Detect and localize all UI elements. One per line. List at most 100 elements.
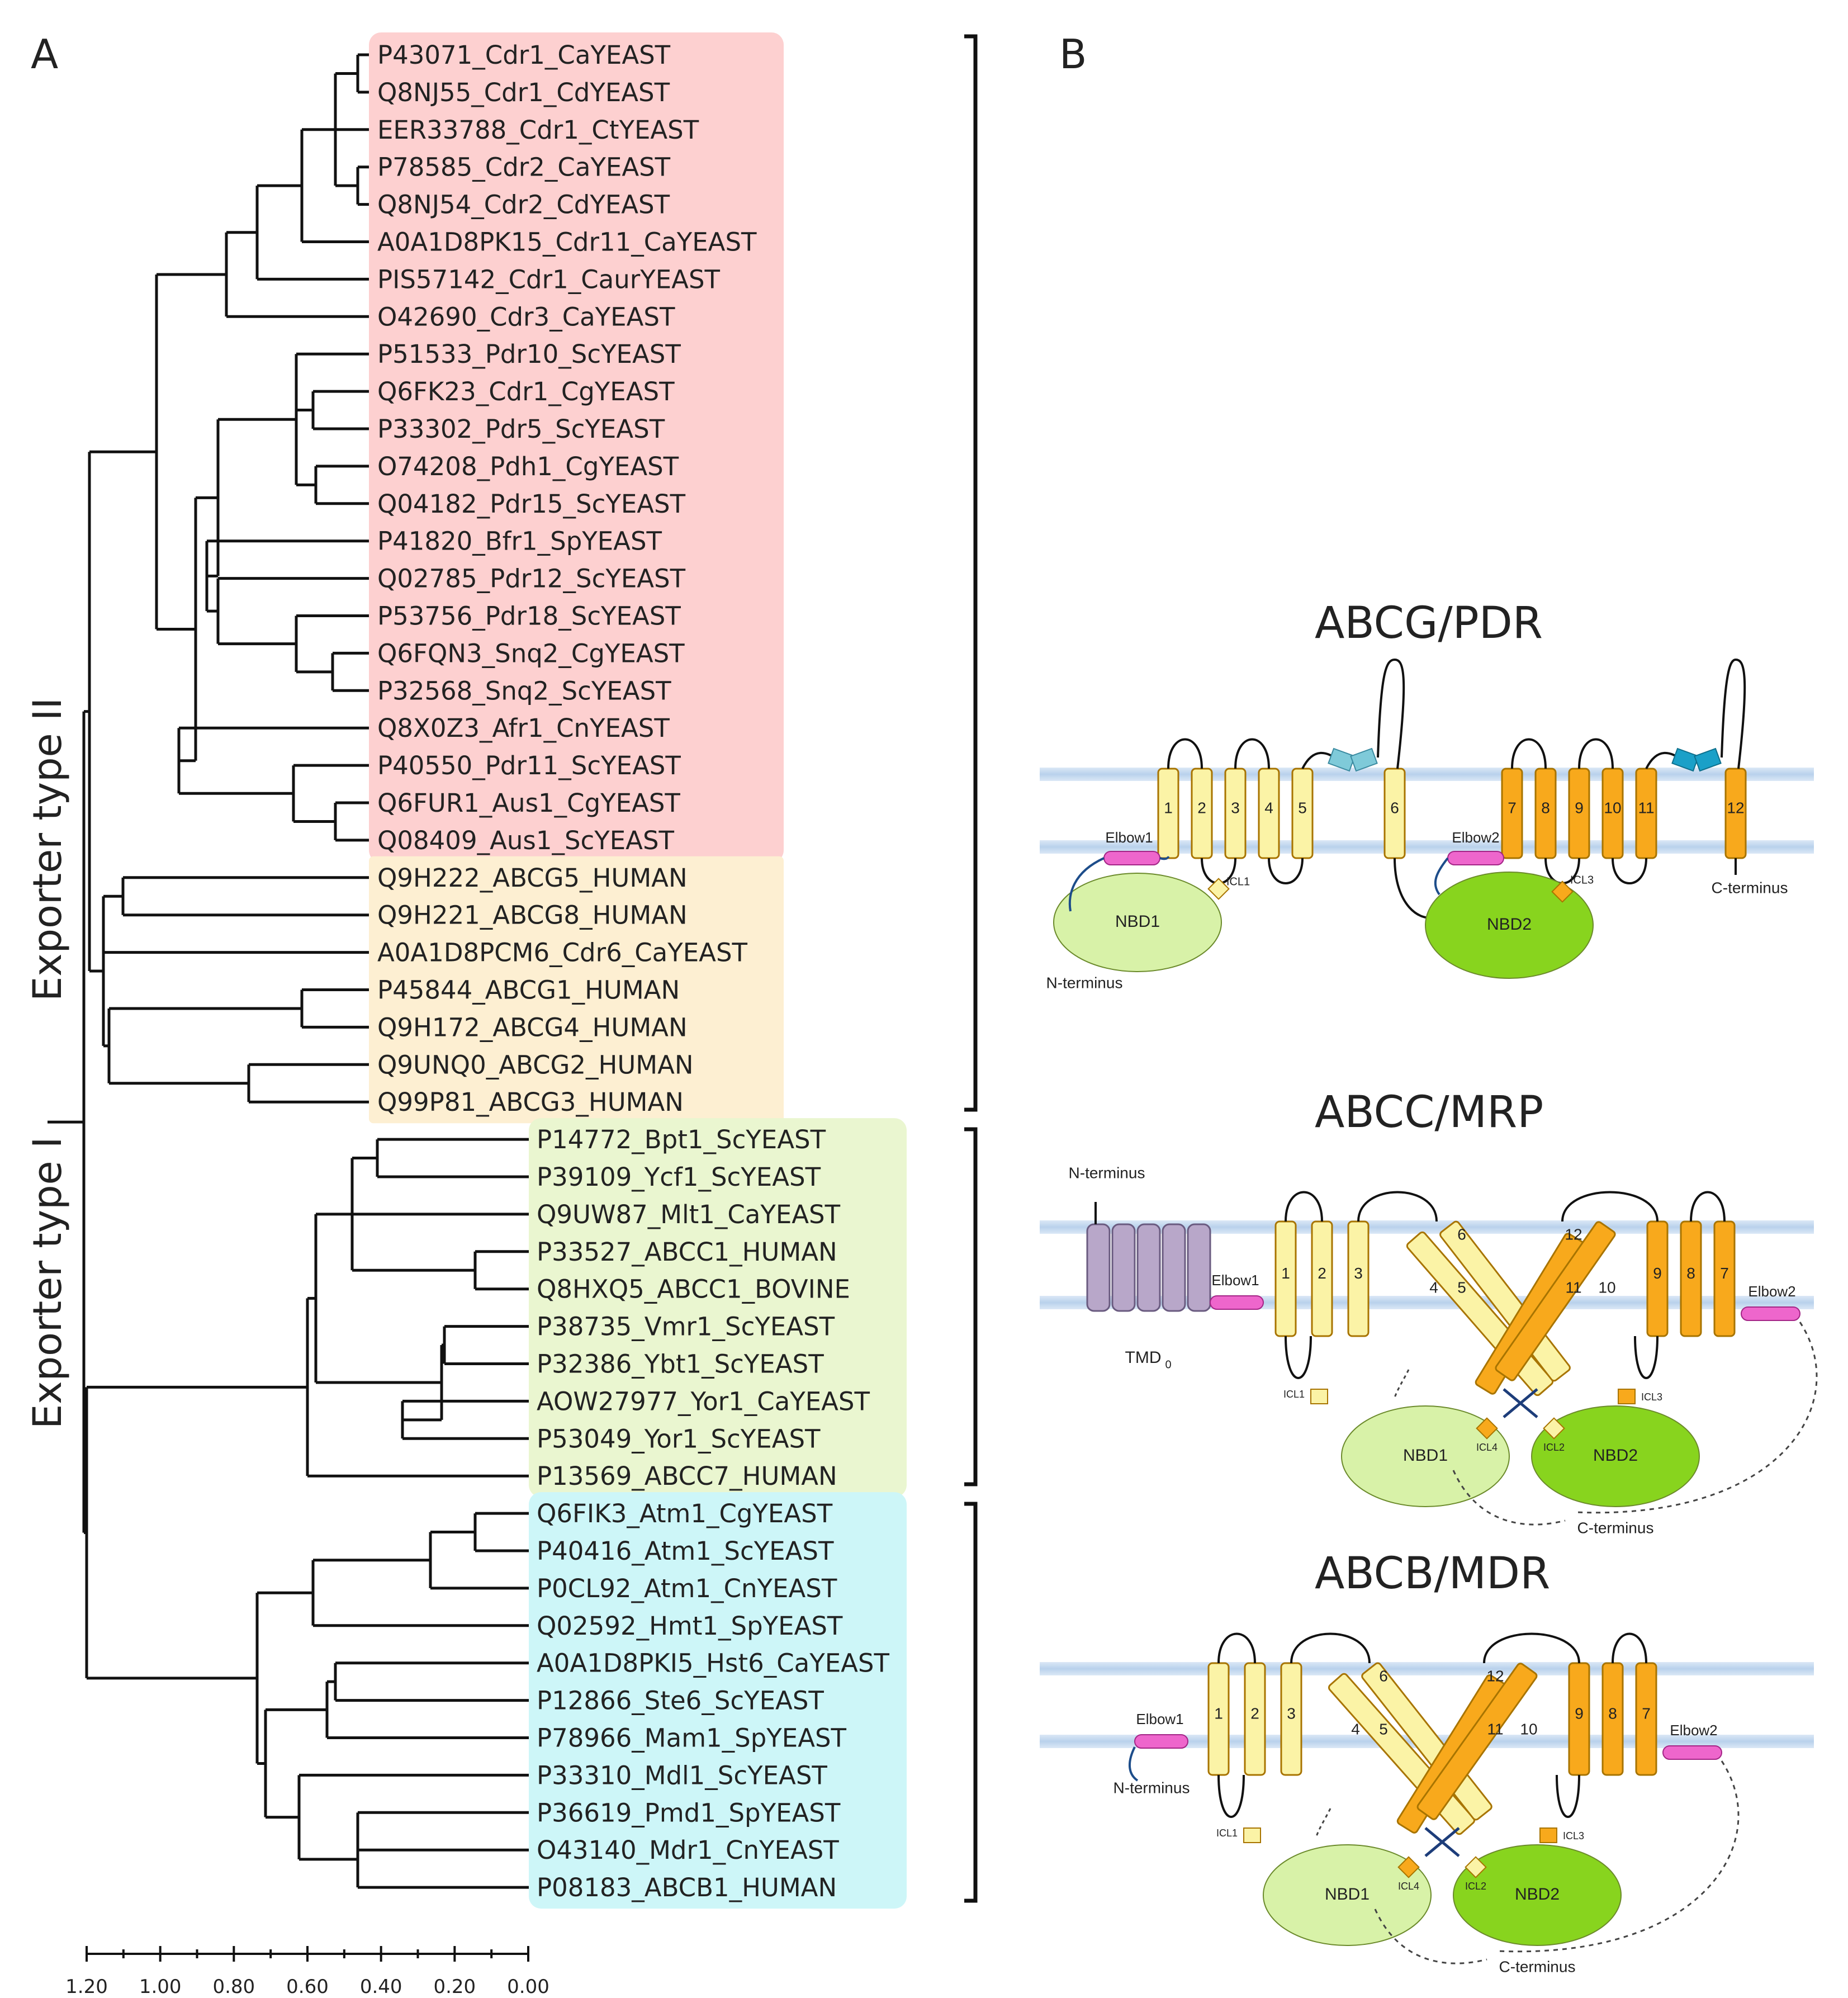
loop (1721, 658, 1746, 769)
scale-tick-label: 0.80 (212, 1976, 255, 1998)
panel-a-label: A (31, 31, 59, 78)
leaf-label: P45844_ABCG1_HUMAN (377, 976, 680, 1005)
leaf-label: O42690_Cdr3_CaYEAST (377, 302, 675, 332)
icl-label: ICL3 (1563, 1830, 1584, 1841)
reentrant-helix (1328, 747, 1356, 772)
helix-label: 10 (1520, 1720, 1537, 1737)
coupling-helix (1476, 1417, 1498, 1440)
leaf-label: Q9UNQ0_ABCG2_HUMAN (377, 1050, 694, 1080)
tmd0-label: TMD (1125, 1348, 1162, 1367)
diagram-title-mrp: ABCC/MRP (1315, 1087, 1544, 1138)
tmd0-subscript: 0 (1165, 1358, 1171, 1371)
loop (1217, 1632, 1256, 1664)
leaf-label: Q9H222_ABCG5_HUMAN (377, 863, 688, 893)
membrane-upper-leaflet (1040, 1662, 1814, 1675)
nbd-domain (1341, 1405, 1510, 1507)
helix-label: 8 (1608, 1705, 1617, 1722)
loop (1690, 1191, 1726, 1222)
loop (1561, 1191, 1659, 1222)
helix-label: 9 (1575, 799, 1584, 816)
disordered-linker (1452, 1470, 1566, 1526)
elbow-helix (1210, 1295, 1264, 1310)
disordered-linker (1498, 1760, 1740, 1953)
scale-tick-label: 0.00 (507, 1976, 549, 1998)
helix-label: 7 (1508, 799, 1517, 816)
coupling-helix (1465, 1856, 1487, 1878)
leaf-label: P0CL92_Atm1_CnYEAST (537, 1574, 837, 1603)
icl-label: ICL2 (1543, 1442, 1565, 1453)
diagram-title-mdr: ABCB/MDR (1315, 1549, 1551, 1599)
bracket-mrp (964, 1127, 978, 1486)
leaf-label: P32568_Snq2_ScYEAST (377, 676, 671, 706)
helix-label: 12 (1727, 799, 1744, 816)
helix-label: 4 (1264, 799, 1273, 816)
elbow-label: Elbow1 (1211, 1272, 1259, 1289)
loop (1578, 738, 1614, 769)
leaf-label: EER33788_Cdr1_CtYEAST (377, 115, 699, 145)
helix-label: 11 (1487, 1720, 1503, 1737)
elbow-helix (1662, 1745, 1722, 1760)
leaf-label: Q08409_Aus1_ScYEAST (377, 826, 675, 855)
coupling-helix (1551, 880, 1574, 903)
icl-label: ICL4 (1476, 1442, 1498, 1453)
leaf-label: Q02785_Pdr12_ScYEAST (377, 564, 686, 594)
leaf-label: Q04182_Pdr15_ScYEAST (377, 489, 686, 519)
loop (1377, 658, 1405, 769)
coupling-helix (1207, 878, 1230, 900)
loop (1290, 1632, 1371, 1664)
tilted-helix (1416, 1663, 1538, 1820)
elbow-label: Elbow2 (1670, 1722, 1717, 1739)
disordered-linker (1394, 1369, 1410, 1398)
helix-label: 4 (1429, 1279, 1438, 1296)
loop (1511, 738, 1547, 769)
scale-tick-label: 0.40 (360, 1976, 402, 1998)
tmd0-helix (1086, 1223, 1111, 1312)
tmd0-helix (1111, 1223, 1136, 1312)
c-terminus-label: C-terminus (1577, 1519, 1654, 1536)
leaf-label: P08183_ABCB1_HUMAN (537, 1873, 837, 1902)
helix-label: 3 (1287, 1705, 1296, 1722)
bracket-exporter-type-ii (964, 34, 978, 1112)
leaf-label: AOW27977_Yor1_CaYEAST (537, 1386, 870, 1416)
helix-label: 9 (1653, 1265, 1662, 1282)
loop (1612, 858, 1647, 884)
helix-label: 11 (1565, 1279, 1581, 1296)
helix-label: 2 (1318, 1265, 1326, 1282)
helix-label: 5 (1379, 1720, 1388, 1737)
n-terminus-label: N-terminus (1069, 1164, 1145, 1181)
tmd0-helix (1187, 1223, 1211, 1312)
helix-label: 6 (1379, 1667, 1388, 1684)
leaf-label: P53049_Yor1_ScYEAST (537, 1424, 821, 1453)
helix-label: 12 (1486, 1667, 1504, 1684)
elbow-helix (1741, 1306, 1800, 1321)
leaf-label: A0A1D8PCM6_Cdr6_CaYEAST (377, 938, 748, 968)
leaf-label: O43140_Mdr1_CnYEAST (537, 1835, 839, 1865)
bracket-mdr (964, 1502, 978, 1903)
nbd-label: NBD2 (1593, 1446, 1638, 1465)
helix-label: 7 (1720, 1265, 1729, 1282)
helix-label: 7 (1642, 1705, 1651, 1722)
leaf-label: P38735_Vmr1_ScYEAST (537, 1312, 835, 1342)
leaf-label: P51533_Pdr10_ScYEAST (377, 339, 681, 369)
linker (1434, 857, 1449, 896)
icl-label: ICL4 (1398, 1881, 1419, 1892)
clade-box-mdr (529, 1492, 907, 1909)
leaf-label: P12866_Ste6_ScYEAST (537, 1686, 824, 1716)
leaf-label: P13569_ABCC7_HUMAN (537, 1461, 837, 1491)
leaf-label: Q9H172_ABCG4_HUMAN (377, 1012, 688, 1042)
disordered-linker (1576, 1322, 1818, 1514)
helix-label: 5 (1457, 1279, 1466, 1296)
helix-label: 3 (1231, 799, 1240, 816)
leaf-label: Q6FUR1_Aus1_CgYEAST (377, 788, 680, 818)
helix-label: 6 (1457, 1225, 1466, 1243)
n-terminus-label: N-terminus (1113, 1779, 1190, 1796)
nbd-label: NBD1 (1325, 1885, 1370, 1904)
leaf-label: Q8X0Z3_Afr1_CnYEAST (377, 713, 670, 743)
leaf-label: P78966_Mam1_SpYEAST (537, 1724, 847, 1753)
helix-label: 10 (1598, 1279, 1615, 1296)
loop (1285, 1191, 1323, 1222)
disordered-linker (1315, 1808, 1331, 1837)
c-terminus-label: C-terminus (1499, 1958, 1576, 1975)
elbow-label: Elbow1 (1105, 829, 1153, 846)
nbd-domain (1453, 1844, 1622, 1946)
